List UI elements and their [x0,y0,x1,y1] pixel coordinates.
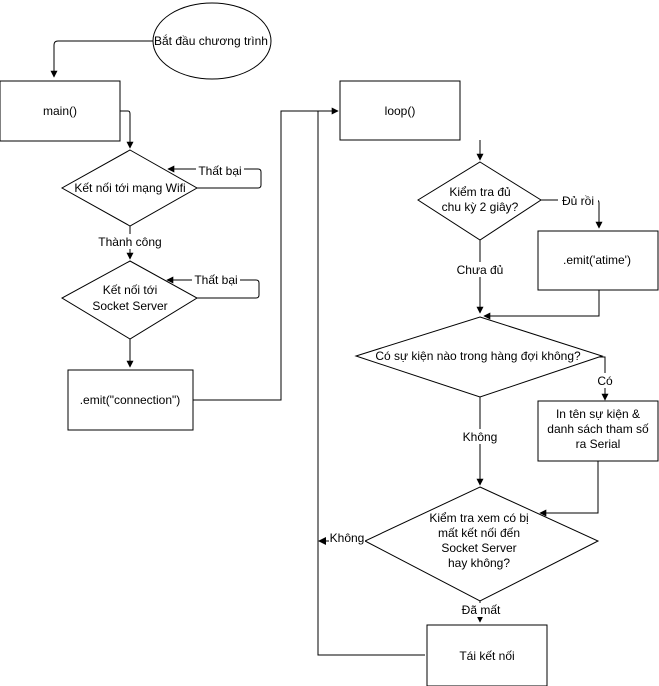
emit-connection-label: .emit("connection") [80,393,181,407]
start-ellipse [152,2,272,80]
edge-reconnect-loop [317,111,425,656]
edge-emit-loop [193,107,339,401]
socket-label-line1: Kết nối tới [103,283,158,297]
edge-wifi-fail [167,165,262,189]
lost-label-line3: Socket Server [441,541,516,555]
edge-main-wifi [120,110,134,149]
start-label: Bắt đầu chương trình [154,33,268,48]
socket-fail-label: Thất bại [194,273,237,287]
emit-atime-label: .emit('atime') [563,253,631,267]
edge-label-backgrounds [96,163,615,617]
lost-yes-label: Đã mất [462,603,501,617]
edge-print-lost [539,461,599,517]
queue-no-label: Không [463,430,498,444]
main-box [0,80,121,142]
lost-label-line4: hay không? [448,556,510,570]
main-label: main() [43,104,77,118]
cycle-not-label: Chưa đủ [457,263,504,277]
edge-start-main [50,40,153,78]
print-event-line3: ra Serial [576,437,621,451]
lost-label-line2: mất kết nối đến [438,526,520,540]
queue-diamond [354,316,604,398]
print-event-box [537,400,659,462]
loop-label: loop() [385,104,416,118]
lost-diamond [363,486,600,602]
emit-connection-box [67,369,194,431]
print-event-line1: In tên sự kiện & [556,407,640,421]
loop-box [339,80,461,141]
emit-atime-box [537,230,659,291]
wifi-success-label: Thành công [98,235,161,249]
socket-diamond [60,260,198,340]
cycle-diamond [417,161,542,241]
cycle-label-line1: Kiểm tra đủ [449,185,510,199]
lost-no-label: Không [330,531,365,545]
wifi-diamond [60,149,199,227]
edge-socket-fail [166,276,260,299]
queue-label: Có sự kiện nào trong hàng đợi không? [375,349,581,363]
wifi-fail-label: Thất bại [198,164,241,178]
queue-yes-label: Có [597,374,613,388]
socket-label-line2: Socket Server [92,299,167,313]
reconnect-box [426,624,548,686]
lost-label-line1: Kiểm tra xem có bị [429,511,528,525]
cycle-label-line2: chu kỳ 2 giây? [442,200,519,214]
reconnect-label: Tái kết nối [459,649,514,663]
edge-atime-queue [483,290,600,320]
print-event-line2: danh sách tham số [547,422,649,436]
cycle-done-label: Đủ rồi [562,194,594,208]
arrowhead-lost-no [318,537,326,545]
wifi-label: Kết nối tới mạng Wifi [74,181,185,195]
